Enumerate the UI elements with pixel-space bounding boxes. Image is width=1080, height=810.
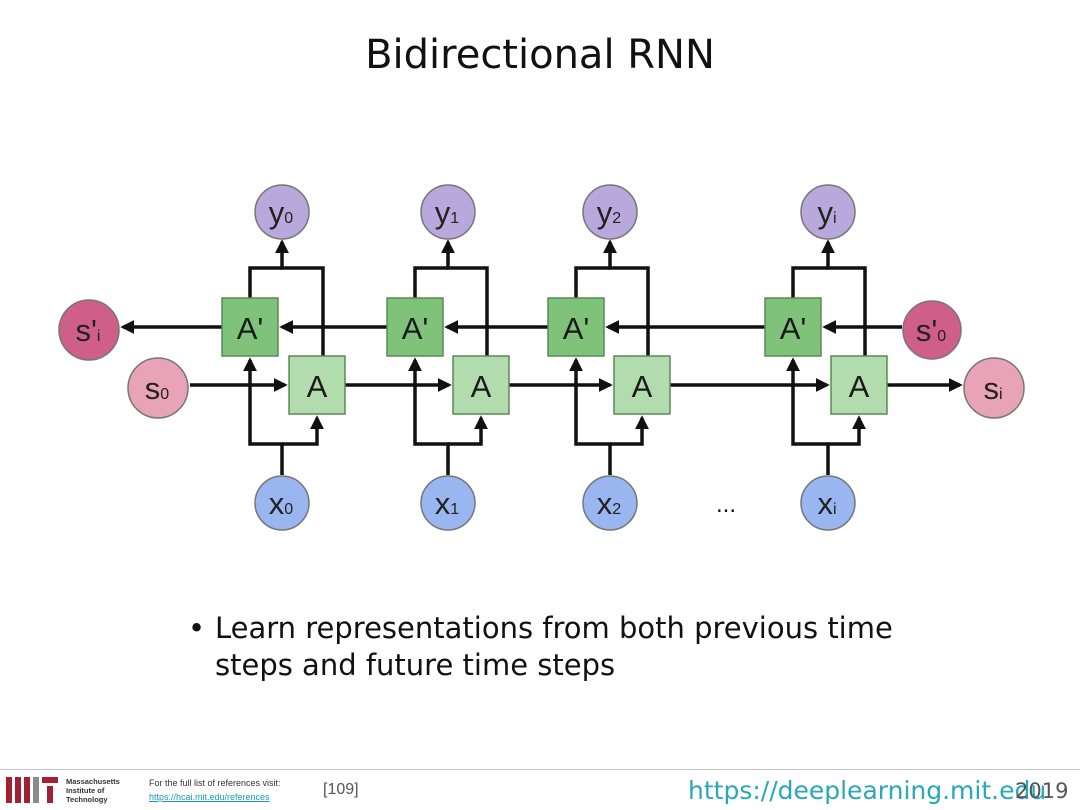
svg-text:A': A'	[237, 311, 264, 346]
svg-text:y1: y1	[435, 195, 460, 230]
bidirectional-rnn-diagram: A' A A' A A' A A' Ay0 x0 y1 x1 y2 x2 yi xi s'i s'0 s0 si..…	[58, 184, 1025, 531]
edge-output-bw-2	[574, 266, 610, 298]
ellipsis-label: ...	[716, 491, 736, 518]
edge-input-bw-2	[569, 357, 612, 475]
svg-text:y0: y0	[269, 195, 294, 230]
edge-input-bw-3	[786, 357, 830, 475]
svg-text:s'0: s'0	[916, 313, 946, 348]
bullet-text: Learn representations from both previous…	[215, 611, 893, 682]
svg-text:A: A	[471, 369, 492, 404]
input-node-3: xi	[800, 475, 856, 531]
svg-text:si: si	[983, 371, 1002, 406]
state-forward-in: s0	[127, 357, 189, 419]
input-node-1: x1	[420, 475, 476, 531]
edge-output-bw-3	[791, 266, 828, 298]
references-link[interactable]: https://hcai.mit.edu/references	[149, 792, 270, 802]
institution-name: Massachusetts Institute of Technology	[66, 777, 120, 804]
svg-text:xi: xi	[817, 486, 836, 521]
output-node-2: y2	[582, 184, 638, 240]
edge-input-bw-1	[408, 357, 450, 475]
footer-divider	[0, 769, 1080, 770]
forward-cell-2: A	[613, 355, 671, 415]
state-backward-out: s'i	[58, 299, 120, 361]
output-node-0: y0	[254, 184, 310, 240]
references-note: For the full list of references visit:	[149, 778, 281, 788]
svg-text:A: A	[307, 369, 328, 404]
svg-text:A: A	[632, 369, 653, 404]
edge-output-fw-0	[275, 239, 325, 356]
edge-input-fw-3	[828, 415, 866, 446]
year-label: 2019	[1015, 779, 1069, 803]
svg-text:s'i: s'i	[76, 313, 101, 348]
bullet-point: • Learn representations from both previo…	[188, 610, 948, 684]
edge-input-bw-0	[243, 357, 284, 475]
backward-cell-0: A'	[221, 297, 279, 357]
output-node-1: y1	[420, 184, 476, 240]
edge-input-fw-1	[448, 415, 488, 446]
svg-text:x1: x1	[435, 486, 460, 521]
svg-text:A': A'	[563, 311, 590, 346]
svg-text:s0: s0	[145, 371, 170, 406]
slide-title: Bidirectional RNN	[365, 32, 715, 78]
svg-text:y2: y2	[597, 195, 622, 230]
edge-output-bw-1	[413, 266, 448, 298]
edge-output-fw-2	[603, 239, 650, 356]
state-backward-in: s'0	[902, 300, 962, 360]
edge-output-bw-0	[248, 266, 282, 298]
edge-output-fw-1	[441, 239, 489, 356]
svg-text:x0: x0	[269, 486, 294, 521]
input-node-0: x0	[254, 475, 310, 531]
forward-cell-3: A	[830, 355, 888, 415]
bullet-dot: •	[188, 611, 206, 645]
output-node-3: yi	[800, 184, 856, 240]
forward-cell-0: A	[288, 355, 346, 415]
edge-output-fw-3	[821, 239, 867, 356]
svg-text:yi: yi	[817, 195, 836, 230]
input-node-2: x2	[582, 475, 638, 531]
svg-text:x2: x2	[597, 486, 622, 521]
svg-text:A': A'	[780, 311, 807, 346]
svg-text:A': A'	[402, 311, 429, 346]
backward-cell-2: A'	[547, 297, 605, 357]
mit-logo-icon	[6, 777, 58, 803]
state-forward-out: si	[963, 357, 1025, 419]
reference-number: [109]	[323, 781, 359, 798]
svg-text:A: A	[849, 369, 870, 404]
edge-input-fw-0	[282, 415, 324, 446]
backward-cell-1: A'	[386, 297, 444, 357]
backward-cell-3: A'	[764, 297, 822, 357]
course-url-link[interactable]: https://deeplearning.mit.edu	[688, 776, 1047, 805]
edge-input-fw-2	[610, 415, 649, 446]
forward-cell-1: A	[452, 355, 510, 415]
